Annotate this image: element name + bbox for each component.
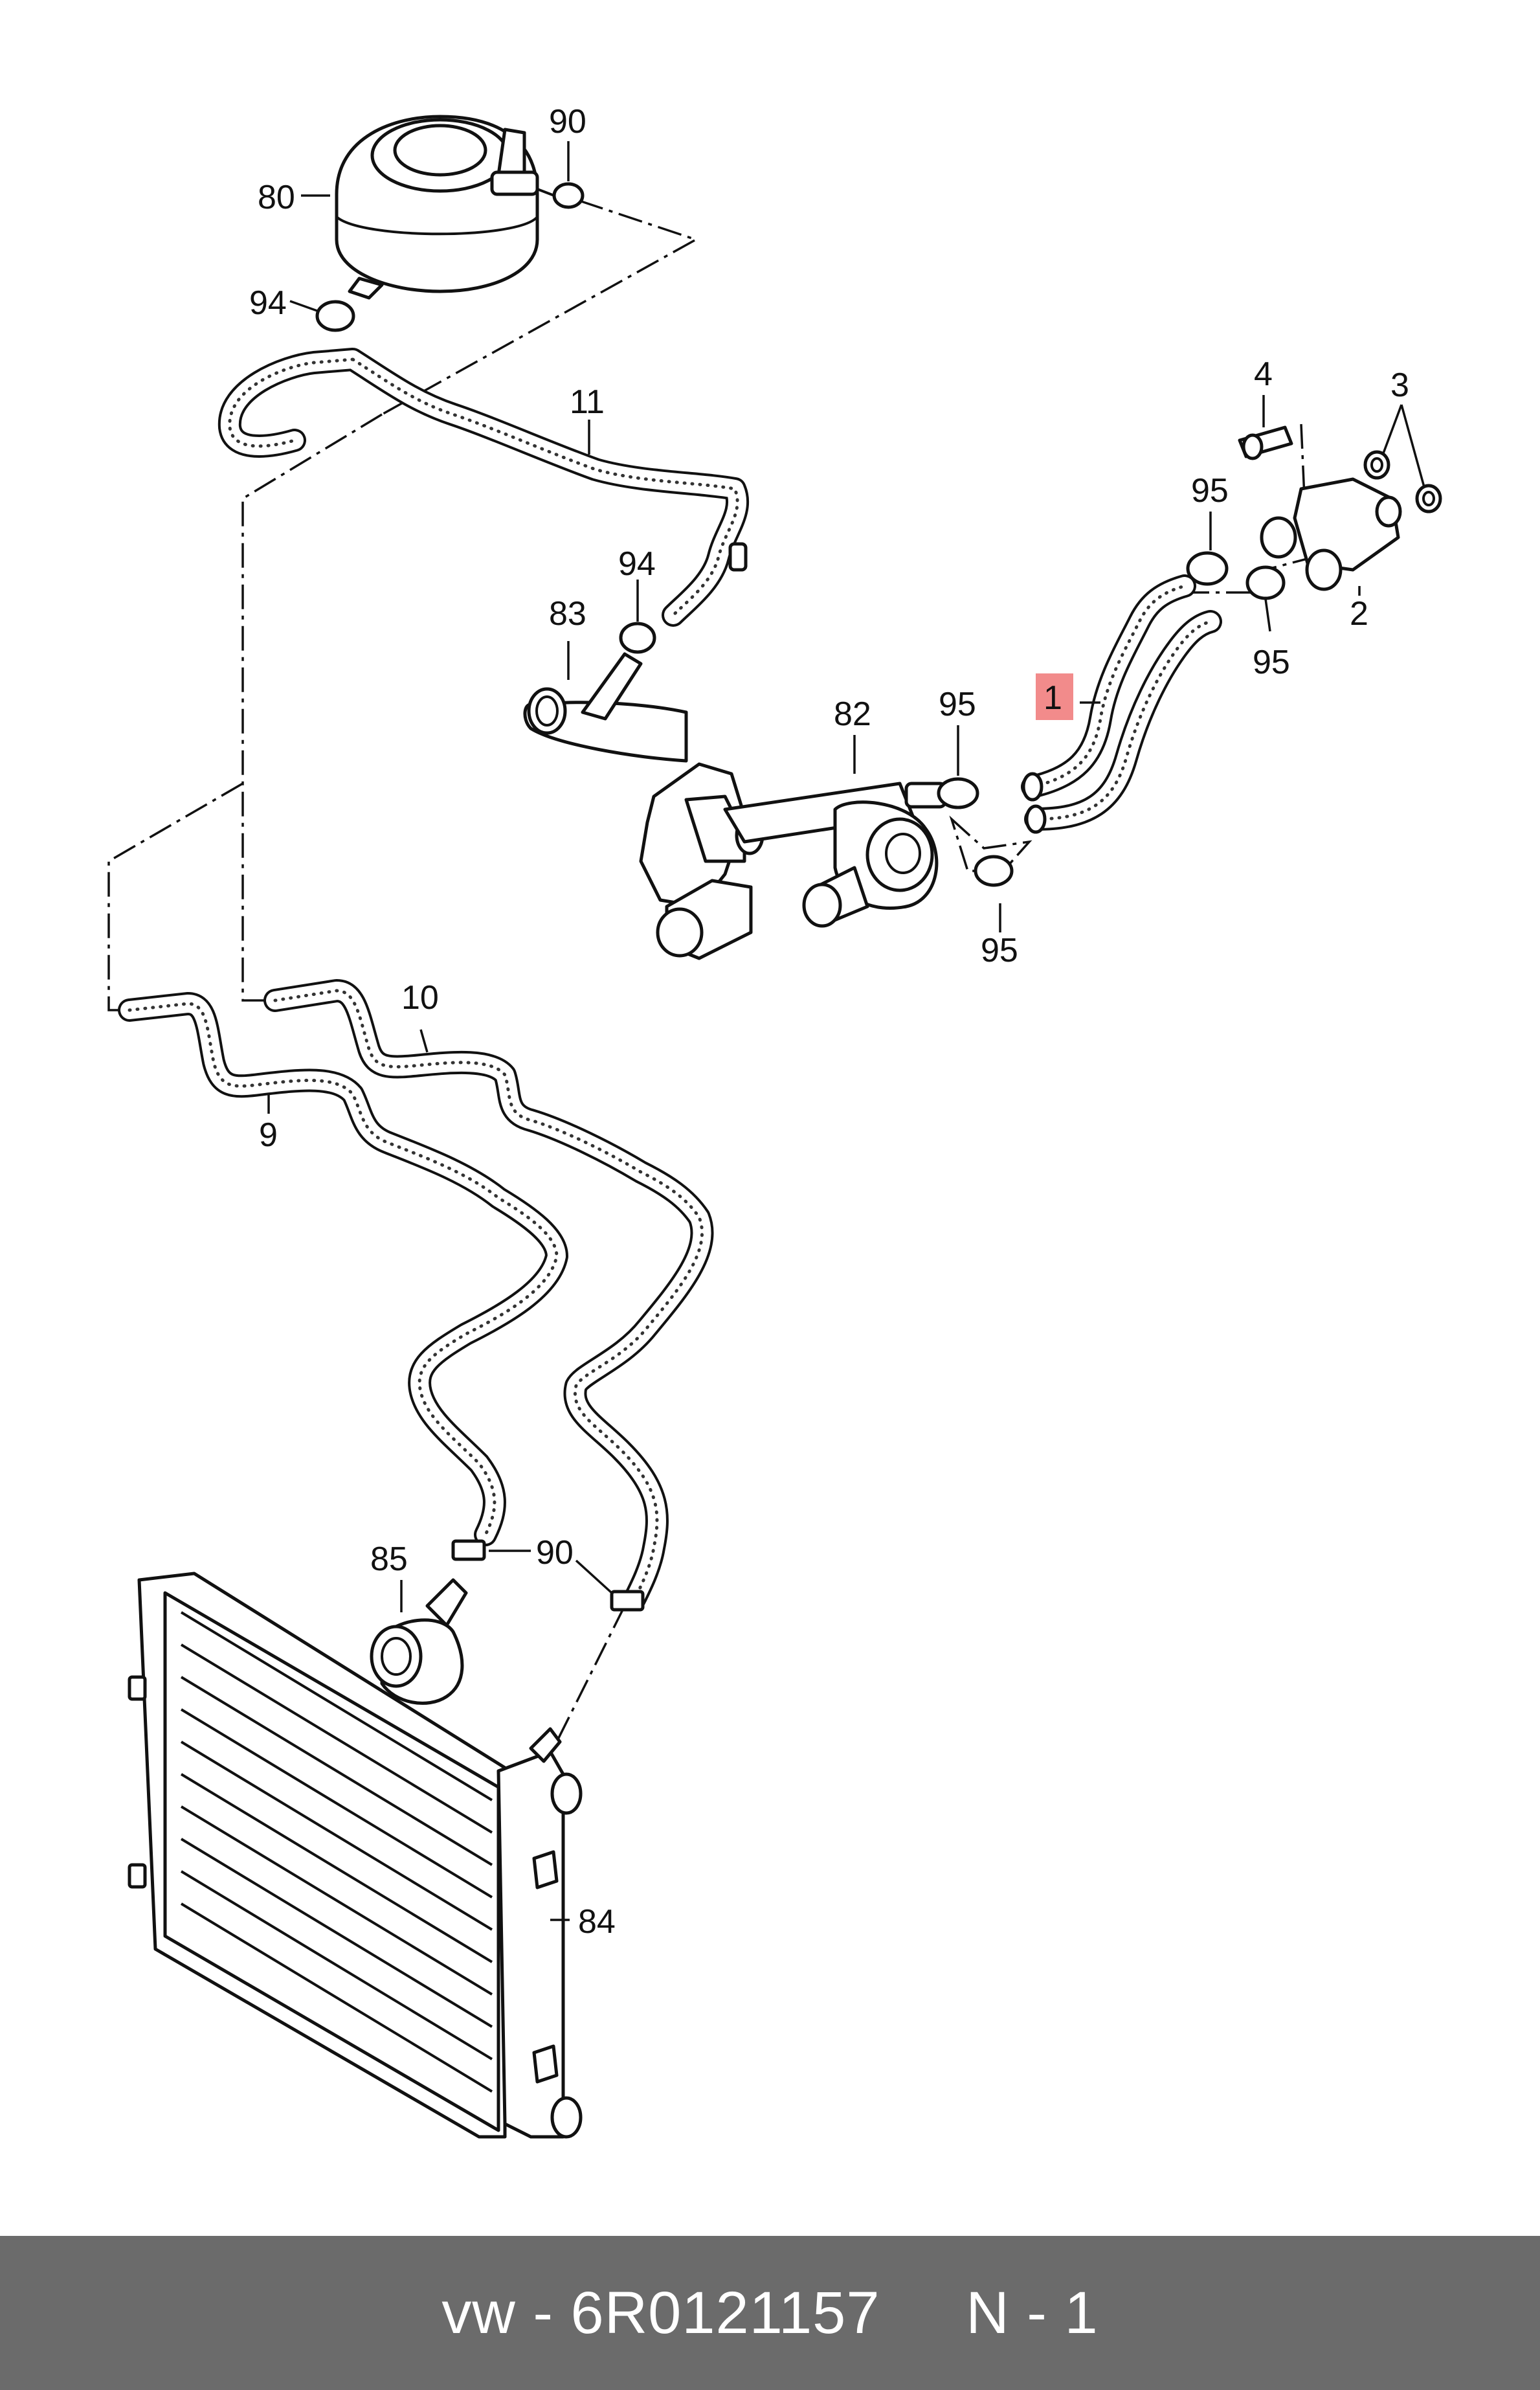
- callout-3: 3: [1390, 366, 1409, 404]
- seals-3: [1363, 450, 1442, 513]
- callout-10: 10: [401, 979, 439, 1017]
- parts-diagram: 80 90 94 11 94 83 82 95 1 95 95 95 4 3 2…: [107, 103, 1442, 2139]
- footer-bar: vw - 6R0121157 N - 1: [0, 2236, 1540, 2390]
- clamp-90-lower: [451, 1539, 645, 1612]
- flange-2: [1260, 477, 1402, 591]
- callout-90-lower: 90: [536, 1534, 574, 1572]
- clamp-94-tank: [315, 300, 355, 332]
- callout-1-highlight: [1036, 673, 1073, 720]
- callout-9: 9: [259, 1116, 278, 1154]
- callout-4: 4: [1254, 355, 1273, 393]
- thermostat-housing-82: [639, 762, 947, 960]
- hose-9: [118, 992, 568, 1546]
- callout-82: 82: [834, 695, 871, 733]
- callout-85: 85: [370, 1540, 408, 1578]
- leader-lines: [267, 141, 1425, 1921]
- hose-10: [263, 979, 714, 1611]
- clamp-90-top: [537, 182, 585, 209]
- callout-80: 80: [258, 179, 295, 216]
- clamp-94-mid: [619, 622, 656, 654]
- callout-2: 2: [1350, 595, 1368, 633]
- callout-95-flange-bottom: 95: [1253, 644, 1290, 681]
- callout-95-flange-top: 95: [1191, 472, 1229, 510]
- hose-1: [1021, 574, 1222, 834]
- callout-1: 1: [1043, 679, 1062, 717]
- callout-94-mid: 94: [618, 545, 656, 583]
- radiator-84: [128, 1572, 583, 2139]
- part-number-caption: vw - 6R0121157 N - 1: [441, 2279, 1099, 2346]
- callout-95-thermostat-bottom: 95: [981, 932, 1018, 969]
- callout-94-tank: 94: [249, 284, 287, 322]
- clamp-95-flange: [1186, 551, 1286, 600]
- expansion-tank: [335, 115, 539, 300]
- pipe-85: [370, 1578, 468, 1705]
- callout-83: 83: [549, 595, 586, 633]
- callout-84: 84: [578, 1903, 616, 1941]
- hose-11: [218, 348, 750, 627]
- callout-11: 11: [570, 383, 605, 421]
- pipe-83: [523, 652, 688, 763]
- bolt-4: [1238, 425, 1293, 460]
- callout-90-top: 90: [549, 103, 586, 141]
- clamp-95-thermostat: [937, 777, 1014, 887]
- callout-95-thermostat-top: 95: [939, 686, 976, 723]
